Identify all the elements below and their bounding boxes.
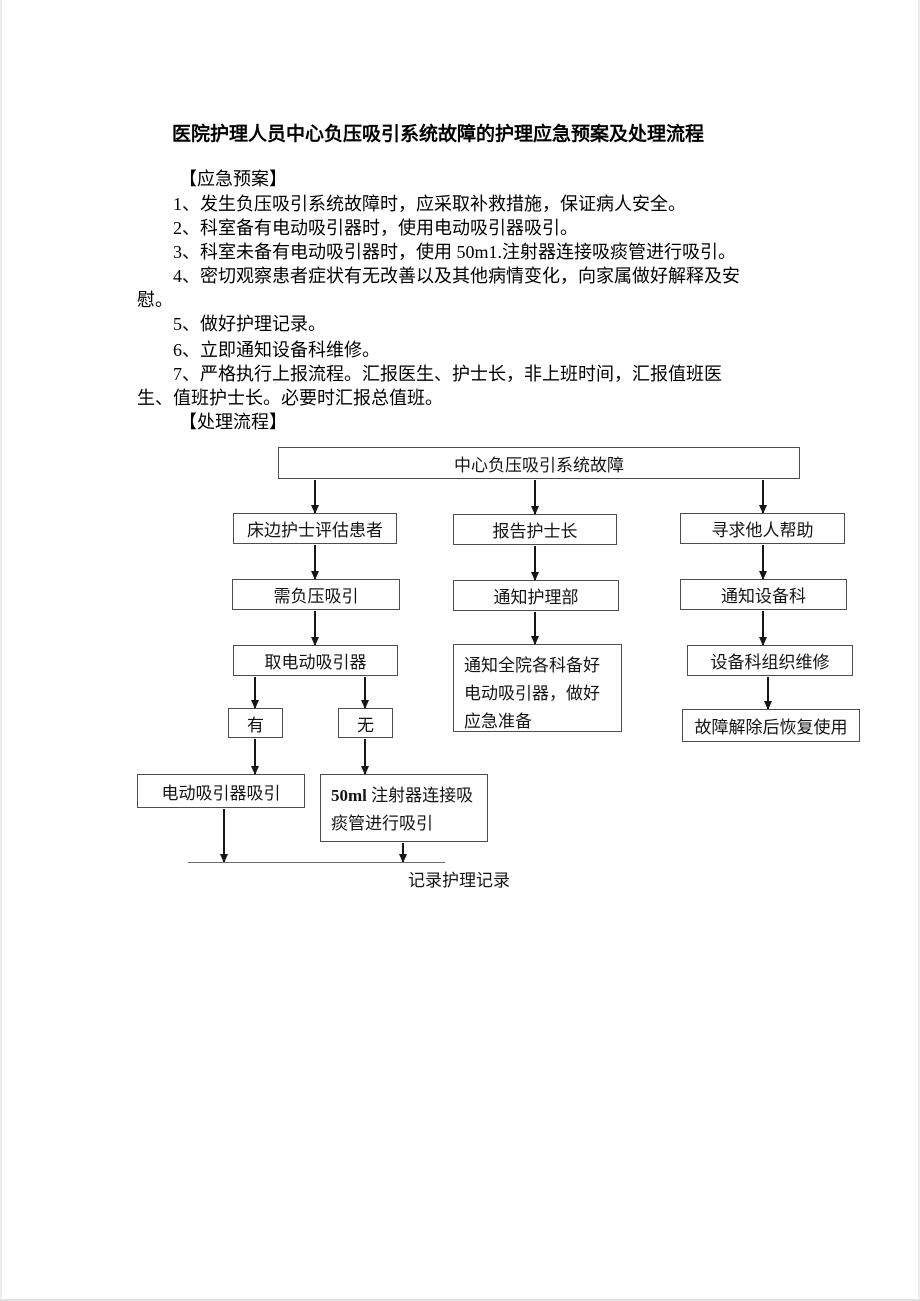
plan-item-3: 3、科室未备有电动吸引器时，使用 50m1.注射器连接吸痰管进行吸引。 xyxy=(173,242,736,262)
flow-node-notify-nursing-dept: 通知护理部 xyxy=(453,580,619,611)
plan-item-2: 2、科室备有电动吸引器时，使用电动吸引器吸引。 xyxy=(173,218,578,238)
plan-item-1: 1、发生负压吸引系统故障时，应采取补救措施，保证病人安全。 xyxy=(173,194,686,214)
flow-arrow-electric-to-record xyxy=(223,809,225,862)
flow-node-notify-all-line2: 电动吸引器，做好 xyxy=(464,684,600,703)
flow-node-root: 中心负压吸引系统故障 xyxy=(278,447,800,479)
flow-arrow-syringe-to-record xyxy=(402,843,404,862)
flow-arrow-assess-to-need xyxy=(314,545,316,579)
plan-item-6: 6、立即通知设备科维修。 xyxy=(173,340,380,360)
flow-node-report-head-nurse: 报告护士长 xyxy=(453,514,617,545)
flow-arrow-root-to-seekhelp xyxy=(762,480,764,513)
flow-node-assess-patient: 床边护士评估患者 xyxy=(233,513,397,544)
flow-node-notify-all-line3: 应急准备 xyxy=(464,712,532,731)
flow-node-branch-none: 无 xyxy=(338,708,393,738)
flow-node-syringe-line1: 50ml 注射器连接吸 xyxy=(331,786,474,805)
flow-node-syringe-line2: 痰管进行吸引 xyxy=(331,814,433,833)
flow-node-notify-equipment-dept: 通知设备科 xyxy=(680,579,847,610)
flow-node-need-suction: 需负压吸引 xyxy=(232,579,400,610)
flow-arrow-equipdept-to-repair xyxy=(762,611,764,645)
flow-section-header: 【处理流程】 xyxy=(179,412,287,432)
plan-item-7: 7、严格执行上报流程。汇报医生、护士长，非上班时间，汇报值班医 xyxy=(173,364,722,384)
flow-node-seek-help: 寻求他人帮助 xyxy=(680,513,845,544)
flow-node-equipment-repair: 设备科组织维修 xyxy=(687,645,853,676)
flow-arrow-root-to-assess xyxy=(314,480,316,513)
flow-arrow-none-to-syringe xyxy=(364,739,366,774)
flow-arrow-has-to-electric xyxy=(254,739,256,774)
flow-arrow-report-to-nursingdept xyxy=(534,546,536,580)
flow-node-notify-all-depts: 通知全院各科备好 电动吸引器，做好 应急准备 xyxy=(453,644,622,732)
plan-item-4-cont: 慰。 xyxy=(137,290,173,310)
flow-arrow-root-to-report xyxy=(534,480,536,514)
flow-arrow-getdevice-to-has xyxy=(254,677,256,708)
flow-node-restore-use: 故障解除后恢复使用 xyxy=(682,709,860,742)
flow-arrow-getdevice-to-none xyxy=(364,677,366,708)
flow-arrow-repair-to-restore xyxy=(767,677,769,709)
flow-arrow-need-to-getdevice xyxy=(314,611,316,645)
document-title: 医院护理人员中心负压吸引系统故障的护理应急预案及处理流程 xyxy=(172,124,705,145)
flow-node-get-electric-device: 取电动吸引器 xyxy=(233,645,398,676)
plan-item-7-cont: 生、值班护士长。必要时汇报总值班。 xyxy=(137,388,443,408)
plan-section-header: 【应急预案】 xyxy=(179,169,287,189)
flow-node-notify-all-line1: 通知全院各科备好 xyxy=(464,656,600,675)
flow-record-line xyxy=(188,862,445,863)
plan-item-4: 4、密切观察患者症状有无改善以及其他病情变化，向家属做好解释及安 xyxy=(173,266,740,286)
flow-arrow-nursingdept-to-notifyall xyxy=(534,612,536,644)
flow-node-syringe-suction: 50ml 注射器连接吸 痰管进行吸引 xyxy=(320,774,488,842)
flow-node-branch-has: 有 xyxy=(228,708,283,738)
flow-node-electric-suction: 电动吸引器吸引 xyxy=(137,774,305,808)
plan-item-5: 5、做好护理记录。 xyxy=(173,314,326,334)
flow-record-label: 记录护理记录 xyxy=(408,871,510,890)
flow-arrow-seekhelp-to-equipdept xyxy=(762,545,764,579)
